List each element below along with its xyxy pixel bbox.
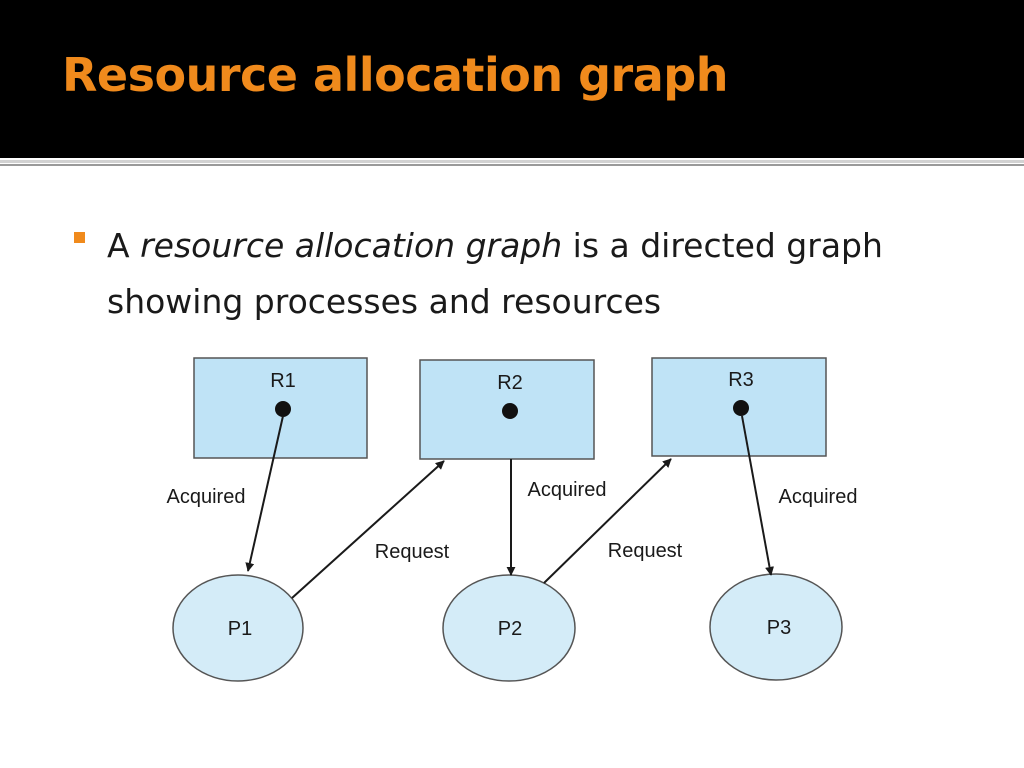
- process-node-p1: P1: [172, 574, 304, 682]
- resource-label-r2: R2: [497, 372, 523, 394]
- bullet-text-emphasis: resource allocation graph: [140, 226, 563, 265]
- edge-p1-r2: Request: [291, 460, 450, 599]
- resource-instance-dot: [502, 403, 518, 419]
- resource-label-r3: R3: [728, 369, 754, 391]
- slide-title: Resource allocation graph: [62, 48, 728, 102]
- process-label-p3: P3: [767, 617, 791, 639]
- edge-label-acquired: Acquired: [779, 486, 858, 508]
- edge-label-request: Request: [375, 541, 450, 563]
- edge-label-request: Request: [608, 540, 683, 562]
- title-bar: Resource allocation graph: [0, 0, 1024, 158]
- process-node-p2: P2: [442, 574, 576, 682]
- edge-label-acquired: Acquired: [528, 479, 607, 501]
- square-bullet-icon: [74, 232, 85, 243]
- bullet-text: A resource allocation graph is a directe…: [107, 218, 947, 330]
- resource-label-r1: R1: [270, 370, 296, 392]
- edge-r1-p1: Acquired: [167, 415, 284, 572]
- header-divider-light: [0, 160, 1024, 163]
- edge-r2-p2: Acquired: [506, 459, 607, 576]
- edge-label-acquired: Acquired: [167, 486, 246, 508]
- process-label-p2: P2: [498, 618, 522, 640]
- process-node-p3: P3: [709, 573, 843, 681]
- resource-node-r2: R2: [419, 359, 595, 460]
- process-label-p1: P1: [228, 618, 252, 640]
- resource-node-r1: R1: [193, 357, 368, 459]
- resource-node-r3: R3: [651, 357, 827, 457]
- header-divider-dark: [0, 164, 1024, 166]
- resource-instance-dot: [275, 401, 291, 417]
- edge-p2-r3: Request: [543, 458, 683, 584]
- resource-instance-dot: [733, 400, 749, 416]
- bullet-text-rest: is a directed graph showing processes an…: [107, 226, 883, 321]
- edge-r3-p3: Acquired: [741, 415, 858, 576]
- bullet-text-lead: A: [107, 226, 141, 265]
